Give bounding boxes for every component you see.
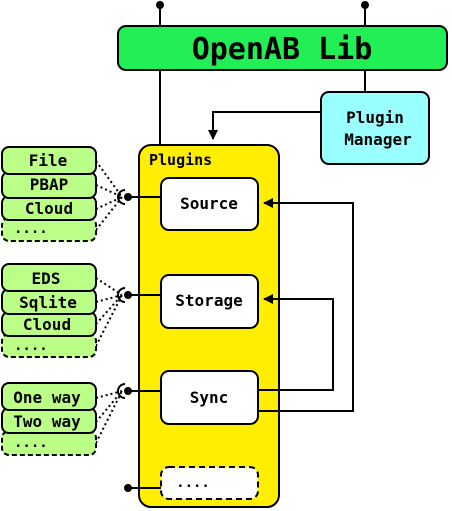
storage-item-eds: EDS	[32, 269, 61, 288]
sync-item-two-way: Two way	[13, 412, 81, 431]
sync-connector	[117, 383, 161, 399]
storage-item-cloud: Cloud	[23, 315, 71, 334]
plugin-storage-label: Storage	[175, 291, 242, 310]
plugin-source-label: Source	[180, 194, 238, 213]
storage-plugin-stack: .... Cloud Sqlite EDS	[1, 263, 97, 358]
plugin-manager-label-line2: Manager	[344, 130, 411, 149]
plugin-storage: Storage	[160, 274, 259, 329]
top-pins	[156, 1, 369, 26]
source-plugin-stack: .... Cloud PBAP File	[1, 146, 97, 242]
sync-to-source-arrow	[258, 198, 354, 412]
storage-item-more: ....	[14, 338, 48, 354]
sync-item-more: ....	[14, 435, 48, 451]
plugins-label: Plugins	[149, 151, 212, 169]
storage-connector	[117, 287, 161, 303]
sync-connections	[258, 198, 354, 412]
plugin-manager-label-line1: Plugin	[346, 108, 404, 127]
manager-to-plugins-arrow	[208, 111, 321, 140]
plugin-sync-label: Sync	[190, 388, 229, 407]
source-item-pbap: PBAP	[30, 175, 69, 194]
openab-lib-title: OpenAB Lib	[192, 32, 373, 67]
sync-item-one-way: One way	[13, 388, 81, 407]
storage-item-sqlite: Sqlite	[19, 293, 77, 312]
plugin-more: ....	[160, 466, 259, 500]
plugin-sync: Sync	[160, 370, 259, 425]
openab-lib-box: OpenAB Lib	[117, 25, 448, 71]
sync-plugin-stack: .... Two way One way	[1, 382, 97, 456]
dotted-links	[95, 160, 123, 444]
source-item-file: File	[29, 151, 68, 170]
more-connector	[124, 484, 161, 492]
source-item-more: ....	[14, 221, 48, 237]
source-item-cloud: Cloud	[25, 199, 73, 218]
plugin-source: Source	[160, 177, 259, 231]
source-connector	[117, 189, 161, 205]
plugin-more-label: ....	[176, 475, 210, 491]
sync-to-storage-arrow	[258, 294, 334, 391]
plugin-manager-box: Plugin Manager	[320, 70, 430, 165]
